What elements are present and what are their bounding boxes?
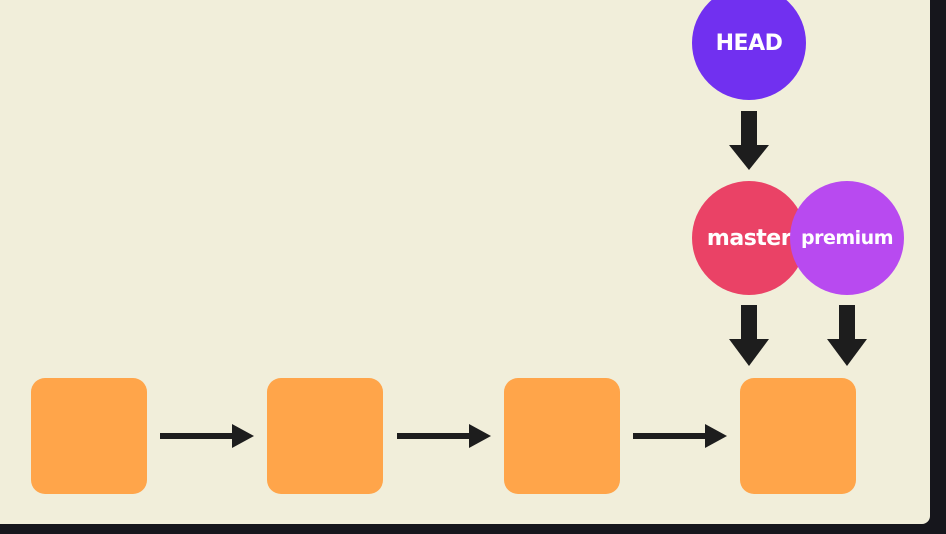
master-to-commit-arrow — [729, 305, 769, 366]
master-branch-pointer: master — [692, 181, 806, 295]
commit-node-3 — [504, 378, 620, 494]
diagram-arrows — [0, 0, 930, 524]
master-label: master — [706, 225, 792, 251]
head-to-master-arrow — [729, 111, 769, 170]
premium-branch-pointer: premium — [790, 181, 904, 295]
commit-arrow-2-3 — [397, 424, 491, 448]
premium-label: premium — [801, 227, 894, 249]
commit-arrow-1-2 — [160, 424, 254, 448]
head-pointer: HEAD — [692, 0, 806, 100]
git-diagram-canvas: HEAD master premium — [0, 0, 930, 524]
premium-to-commit-arrow — [827, 305, 867, 366]
commit-node-2 — [267, 378, 383, 494]
commit-node-1 — [31, 378, 147, 494]
commit-node-4 — [740, 378, 856, 494]
commit-arrow-3-4 — [633, 424, 727, 448]
head-label: HEAD — [715, 30, 783, 56]
